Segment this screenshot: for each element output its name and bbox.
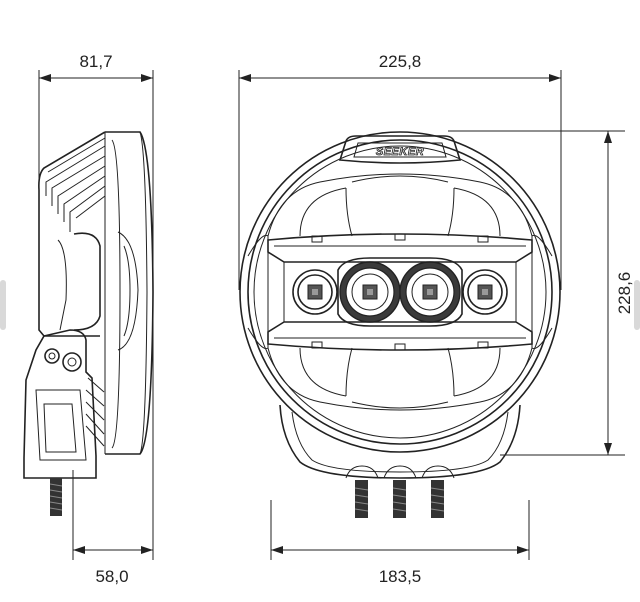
brand-logo-text: SEEKER: [376, 146, 424, 158]
led-left-small: [292, 269, 338, 315]
dim-front-height: 228,6: [604, 131, 634, 455]
side-view: [23, 70, 154, 560]
left-edge-marker: [0, 280, 6, 330]
led-right-small: [462, 269, 508, 315]
front-view: SEEKER: [238, 70, 625, 560]
dim-front-width-label: 225,8: [379, 52, 422, 71]
dim-mount-spacing-label: 183,5: [379, 567, 422, 586]
right-edge-marker: [634, 280, 640, 330]
dim-side-bracket: 58,0: [73, 546, 153, 586]
dim-front-height-label: 228,6: [615, 272, 634, 315]
led-center-left: [339, 261, 401, 323]
dim-front-width: 225,8: [239, 52, 561, 82]
dim-side-depth-label: 81,7: [79, 52, 112, 71]
dim-mount-spacing: 183,5: [271, 546, 529, 586]
dim-side-depth: 81,7: [39, 52, 153, 82]
dim-side-bracket-label: 58,0: [95, 567, 128, 586]
led-center-right: [399, 261, 461, 323]
front-bolts: [354, 480, 445, 518]
